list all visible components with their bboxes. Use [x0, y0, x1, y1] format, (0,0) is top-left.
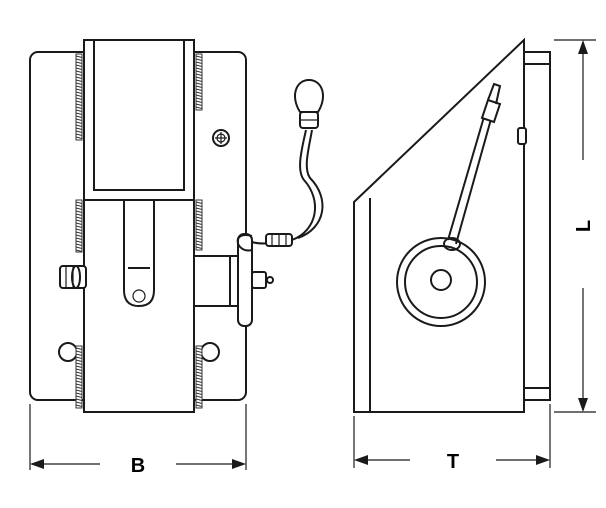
side-view	[353, 37, 551, 413]
pull-knob-icon	[294, 78, 324, 113]
locking-pin	[59, 265, 87, 289]
dimension-b: B	[29, 404, 247, 477]
clamping-jaw	[83, 199, 195, 413]
serration-teeth	[75, 53, 203, 409]
dimension-label-t: T	[447, 451, 459, 473]
dimension-label-l: L	[573, 220, 595, 232]
dimension-l: L	[554, 39, 596, 413]
side-pull-cord	[443, 82, 502, 251]
serration-strip	[195, 53, 203, 111]
serration-strip	[75, 345, 83, 409]
serration-strip	[195, 345, 203, 409]
serration-strip	[75, 53, 83, 141]
dimension-t: T	[353, 404, 551, 473]
dimension-label-b: B	[131, 455, 145, 477]
screw-icon	[212, 129, 230, 147]
serration-strip	[195, 199, 203, 251]
pull-cord	[236, 78, 324, 252]
front-view	[29, 39, 324, 413]
upper-channel	[83, 39, 195, 201]
side-stud	[517, 127, 527, 145]
side-body	[353, 37, 525, 413]
bolt-housing	[193, 233, 274, 327]
side-back-plate	[523, 51, 551, 401]
side-bolt	[396, 237, 486, 327]
